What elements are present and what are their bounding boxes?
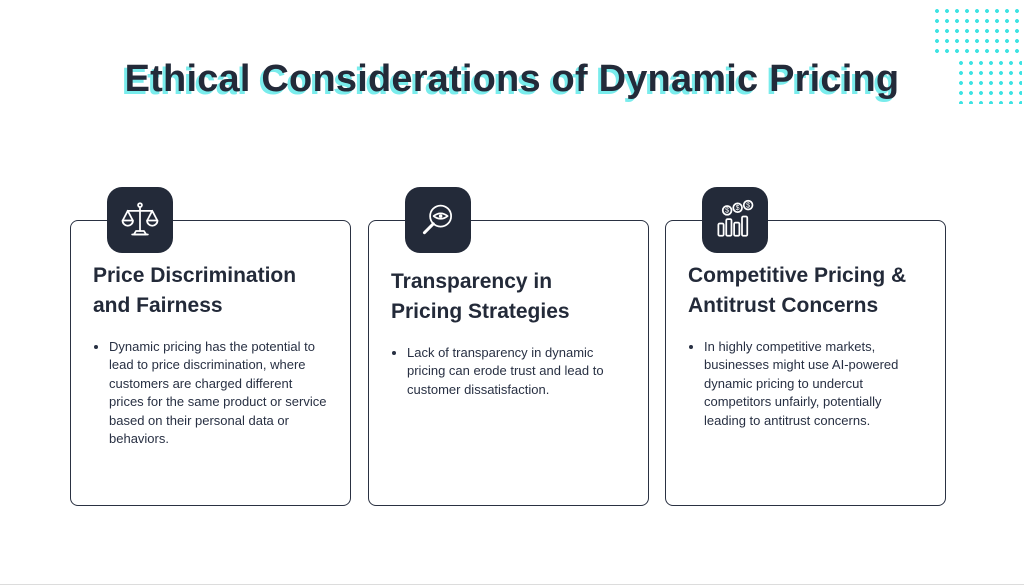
- svg-text:$: $: [736, 205, 740, 212]
- svg-text:$: $: [746, 202, 750, 209]
- page-title: Ethical Considerations of Dynamic Pricin…: [124, 58, 900, 100]
- card-title: Competitive Pricing & Antitrust Concerns: [688, 264, 907, 318]
- bullet-list: In highly competitive markets, businesse…: [688, 338, 923, 430]
- svg-text:$: $: [725, 208, 729, 215]
- bullet-item: Dynamic pricing has the potential to lea…: [109, 338, 328, 449]
- card-body: Transparency in Pricing Strategies Lack …: [369, 221, 648, 399]
- balance-scale-icon: [119, 199, 161, 241]
- icon-tile: $ $ $: [702, 187, 768, 253]
- bullet-list: Dynamic pricing has the potential to lea…: [93, 338, 328, 449]
- card-competitive-pricing: $ $ $ Competitive Pricing & Antitrust Co…: [665, 187, 946, 506]
- card-transparency: Transparency in Pricing Strategies Lack …: [368, 187, 649, 506]
- card-body: Competitive Pricing & Antitrust Concerns…: [666, 221, 945, 430]
- magnifier-eye-icon: [417, 199, 459, 241]
- bullet-item: Lack of transparency in dynamic pricing …: [407, 344, 626, 399]
- icon-tile: [405, 187, 471, 253]
- bullet-list: Lack of transparency in dynamic pricing …: [391, 344, 626, 399]
- dot-pattern-top: [932, 6, 1022, 54]
- bar-chart-coins-icon: $ $ $: [714, 199, 756, 241]
- bullet-item: In highly competitive markets, businesse…: [704, 338, 923, 430]
- card-title: Price Discrimination and Fairness: [93, 264, 297, 318]
- card-body: Price Discrimination and Fairness Dynami…: [71, 221, 350, 449]
- dot-pattern-bottom: [956, 58, 1022, 104]
- card-title: Transparency in Pricing Strategies: [391, 270, 570, 324]
- icon-tile: [107, 187, 173, 253]
- card-price-discrimination: Price Discrimination and Fairness Dynami…: [70, 187, 351, 506]
